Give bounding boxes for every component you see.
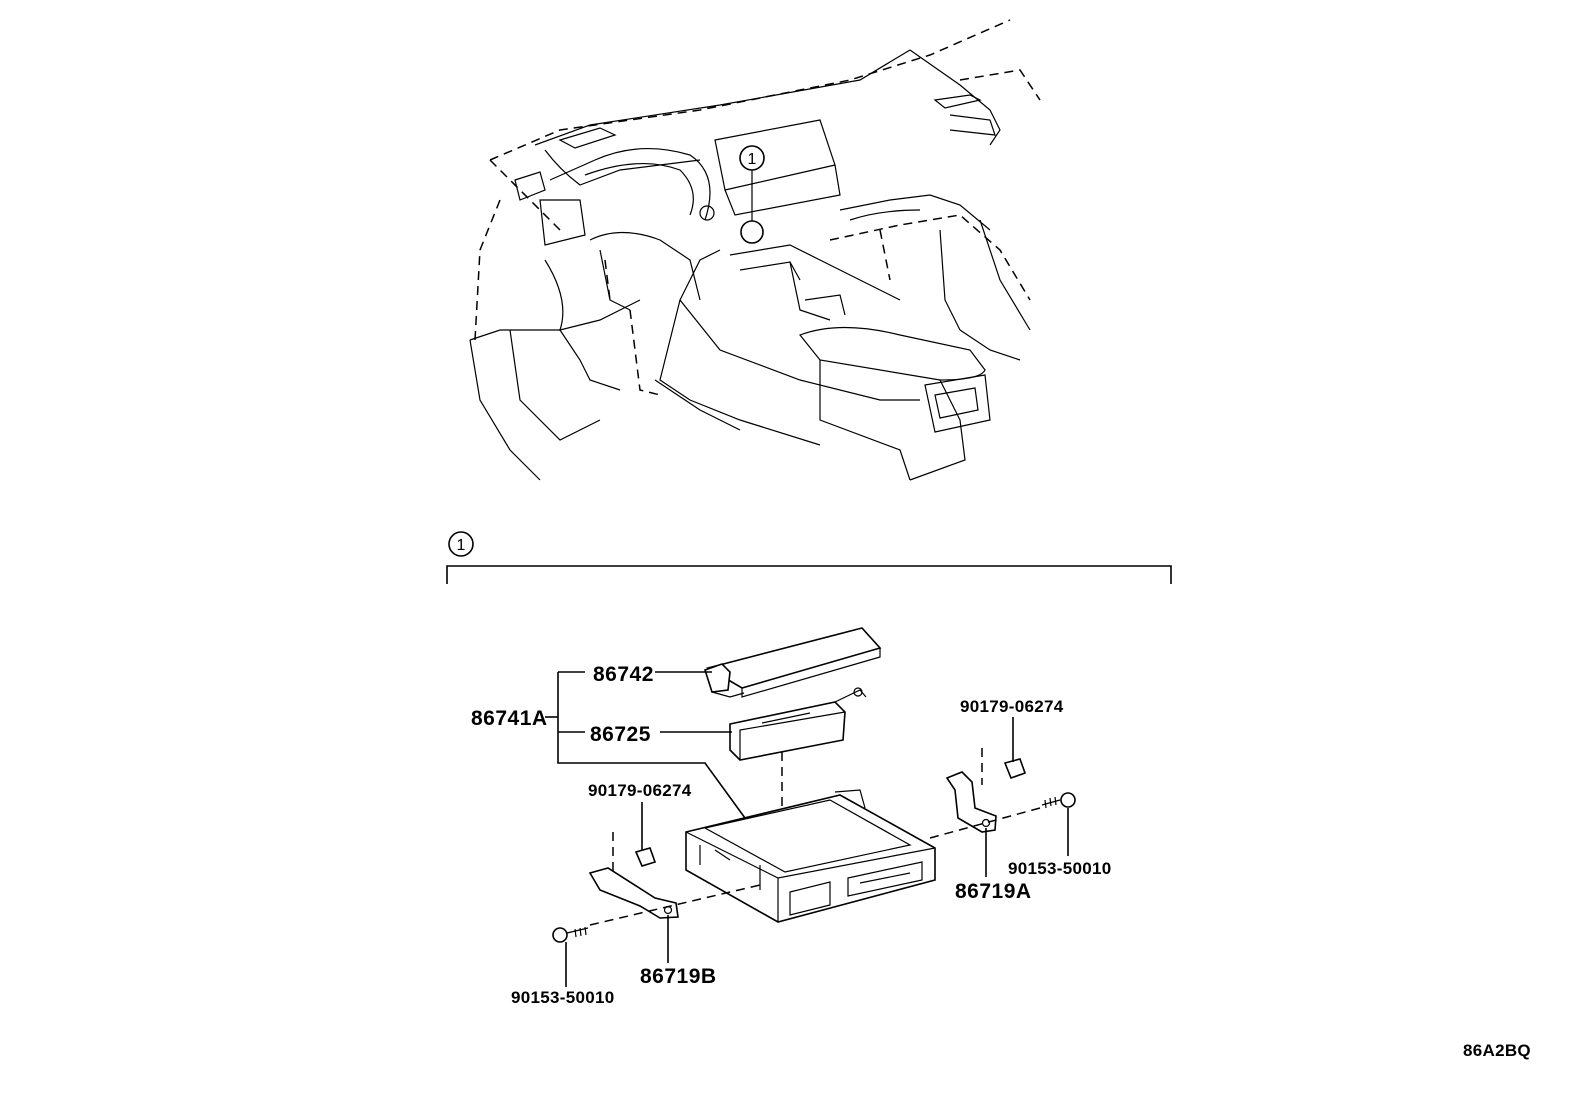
part-main-receiver-unit [685,752,936,923]
dashboard-overview-illustration: 1 [469,19,1041,481]
part-90153-right-bolt [1041,792,1076,809]
part-90153-left-bolt [552,926,589,943]
part-90179-right-nut [1003,758,1027,780]
mounting-axis-line [589,807,1041,926]
diagram-reference-code: 86A2BQ [1463,1041,1531,1060]
label-90153-right: 90153-50010 [1008,859,1112,878]
leader-lines [545,671,1069,987]
part-86725-module [729,687,867,761]
label-90179-right: 90179-06274 [960,697,1064,716]
label-86719A: 86719A [955,880,1032,903]
label-86741A: 86741A [471,707,548,730]
label-90153-left: 90153-50010 [511,988,615,1007]
part-86742-cover [704,627,882,698]
overview-callout-number: 1 [748,151,757,168]
part-90179-left-nut [634,847,657,867]
label-86725: 86725 [590,723,651,746]
detail-callout-number: 1 [457,537,466,554]
label-86719B: 86719B [640,965,717,988]
label-90179-left: 90179-06274 [588,781,692,800]
label-86742: 86742 [593,663,654,686]
detail-group-bracket: 1 [446,531,1172,584]
part-86719B-bracket [588,832,679,919]
part-86719A-bracket [945,748,997,833]
